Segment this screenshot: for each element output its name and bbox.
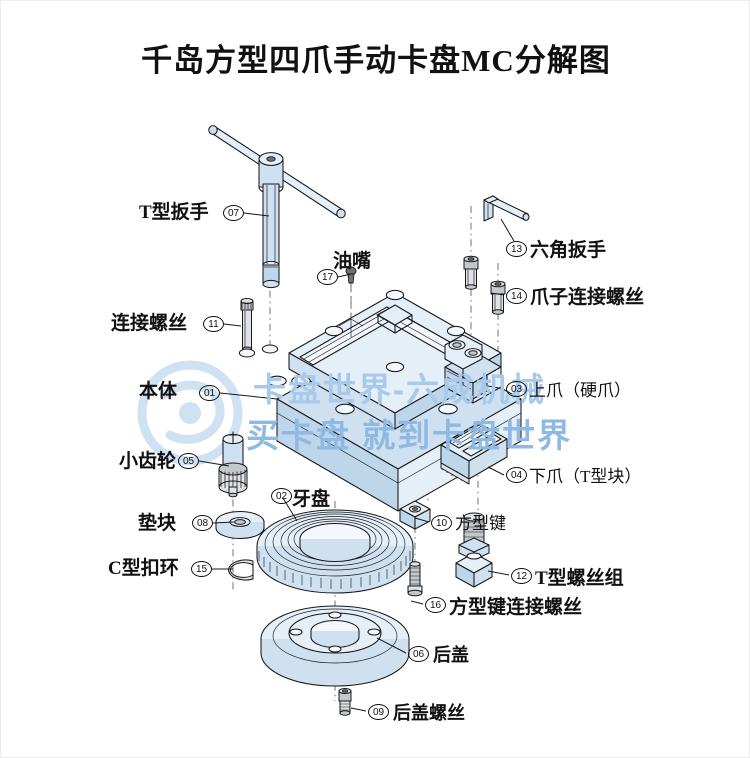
callout-number-14: 14 [506, 288, 527, 304]
callout-number-10: 10 [431, 515, 452, 531]
callout-label-15: C型扣环 [108, 558, 179, 579]
callout-label-14: 爪子连接螺丝 [530, 287, 645, 308]
leader-line-01 [219, 392, 278, 400]
page-title: 千岛方型四爪手动卡盘MC分解图 [141, 43, 611, 78]
callout-number-11: 11 [203, 316, 224, 332]
part-square-key [399, 500, 431, 530]
callout-number-05: 05 [178, 453, 199, 469]
callout-label-09: 后盖螺丝 [393, 703, 465, 723]
callout-number-01: 01 [199, 385, 220, 401]
leader-line-07 [243, 212, 270, 217]
callout-label-04: 下爪（T型块） [529, 467, 642, 486]
callout-number-04: 04 [506, 467, 527, 483]
leader-line-11 [223, 323, 242, 327]
leader-line-05 [198, 460, 230, 467]
callout-label-06: 后盖 [433, 645, 469, 665]
part-t-screw-set [455, 512, 493, 588]
leader-line-14 [490, 292, 505, 296]
leader-line-04 [487, 466, 505, 476]
callout-label-03: 上爪（硬爪） [529, 381, 631, 400]
part-hex-key [483, 195, 530, 222]
part-spacer-washer [215, 510, 265, 539]
callout-label-08: 垫块 [138, 513, 177, 534]
callout-number-07: 07 [223, 205, 244, 221]
callout-label-17: 油嘴 [333, 251, 372, 272]
leader-line-17 [337, 273, 352, 278]
callout-leader-lines [198, 212, 515, 712]
callout-label-05: 小齿轮 [119, 451, 177, 472]
callout-label-02: 牙盘 [292, 489, 331, 510]
scroll-teeth [258, 551, 411, 589]
part-chuck-body [238, 289, 522, 512]
leader-line-12 [487, 570, 510, 576]
part-square-key-screw [407, 561, 423, 597]
callout-label-07: T型扳手 [139, 202, 209, 223]
part-back-cover-screw [338, 688, 352, 716]
callout-label-16: 方型键连接螺丝 [449, 597, 583, 618]
callout-number-17: 17 [317, 269, 338, 285]
callout-number-08: 08 [192, 515, 213, 531]
callout-label-10: 方型键 [455, 514, 506, 533]
body-mounting-holes [267, 289, 500, 415]
callout-label-12: T型螺丝组 [535, 568, 624, 589]
part-back-cover [260, 605, 410, 687]
callout-number-13: 13 [506, 241, 527, 257]
callout-label-01: 本体 [139, 381, 178, 402]
callout-label-11: 连接螺丝 [111, 313, 188, 334]
callout-label-13: 六角扳手 [530, 240, 607, 261]
part-c-clip [228, 559, 254, 581]
callout-number-16: 16 [425, 597, 446, 613]
callout-number-06: 06 [408, 646, 429, 662]
part-pinion-gear [218, 431, 248, 498]
leader-line-06 [376, 637, 407, 654]
part-jaw-screws [463, 255, 506, 315]
callout-number-12: 12 [511, 568, 532, 584]
leader-line-03 [487, 385, 505, 390]
callout-number-03: 03 [506, 381, 527, 397]
leader-line-09 [350, 707, 367, 712]
part-lower-jaw [440, 422, 508, 485]
callout-number-15: 15 [191, 561, 212, 577]
part-t-wrench [208, 125, 346, 289]
leader-line-08 [212, 521, 235, 524]
callout-number-09: 09 [368, 704, 389, 720]
leader-line-16 [410, 600, 424, 605]
part-connecting-screw [240, 298, 254, 352]
leader-line-10 [414, 517, 430, 523]
part-upper-jaw [444, 334, 502, 404]
callout-number-02: 02 [271, 488, 292, 504]
leader-line-13 [500, 218, 515, 242]
part-scroll-plate [256, 509, 414, 594]
